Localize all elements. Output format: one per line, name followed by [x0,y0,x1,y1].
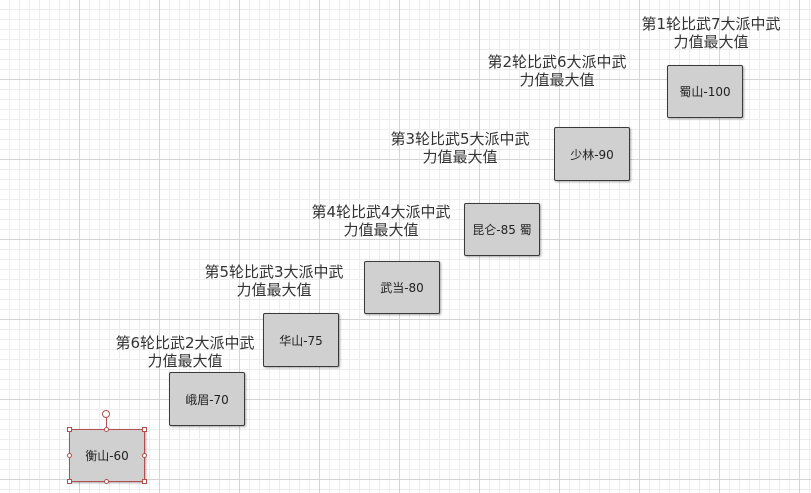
resize-handle-top-right[interactable] [142,427,147,432]
caption-round-5-line2: 力值最大值 [236,281,312,299]
caption-round-5[interactable]: 第5轮比武3大派中武 力值最大值 [199,263,349,299]
node-hengshan[interactable]: 衡山-60 [69,429,145,482]
caption-round-3-line1: 第3轮比武5大派中武 [390,130,530,148]
node-shu[interactable]: 蜀山-100 [667,65,743,118]
caption-round-2[interactable]: 第2轮比武6大派中武 力值最大值 [482,53,632,89]
caption-round-4-line2: 力值最大值 [343,221,419,239]
resize-handle-top-left[interactable] [67,427,72,432]
caption-round-1[interactable]: 第1轮比武7大派中武 力值最大值 [636,15,786,51]
caption-round-3-line2: 力值最大值 [422,148,498,166]
caption-round-6-line1: 第6轮比武2大派中武 [115,334,255,352]
node-kunlun[interactable]: 昆仑-85 蜀 [464,203,540,256]
caption-round-1-line1: 第1轮比武7大派中武 [641,15,781,33]
caption-round-2-line2: 力值最大值 [519,71,595,89]
node-wudang[interactable]: 武当-80 [364,261,440,314]
resize-handle-top[interactable] [104,427,109,432]
caption-round-1-line2: 力值最大值 [673,33,749,51]
rotation-handle-stem [106,416,107,429]
rotation-handle[interactable] [102,410,110,418]
node-huashan[interactable]: 华山-75 [263,313,339,367]
node-emei[interactable]: 峨眉-70 [169,372,245,426]
resize-handle-bottom-left[interactable] [67,479,72,484]
caption-round-4-line1: 第4轮比武4大派中武 [311,203,451,221]
caption-round-5-line1: 第5轮比武3大派中武 [204,263,344,281]
node-shaolin[interactable]: 少林-90 [554,127,630,181]
resize-handle-bottom[interactable] [104,479,109,484]
resize-handle-right[interactable] [142,453,147,458]
caption-round-6[interactable]: 第6轮比武2大派中武 力值最大值 [110,334,260,370]
caption-round-3[interactable]: 第3轮比武5大派中武 力值最大值 [385,130,535,166]
resize-handle-left[interactable] [67,453,72,458]
caption-round-4[interactable]: 第4轮比武4大派中武 力值最大值 [306,203,456,239]
caption-round-6-line2: 力值最大值 [147,352,223,370]
resize-handle-bottom-right[interactable] [142,479,147,484]
caption-round-2-line1: 第2轮比武6大派中武 [487,53,627,71]
